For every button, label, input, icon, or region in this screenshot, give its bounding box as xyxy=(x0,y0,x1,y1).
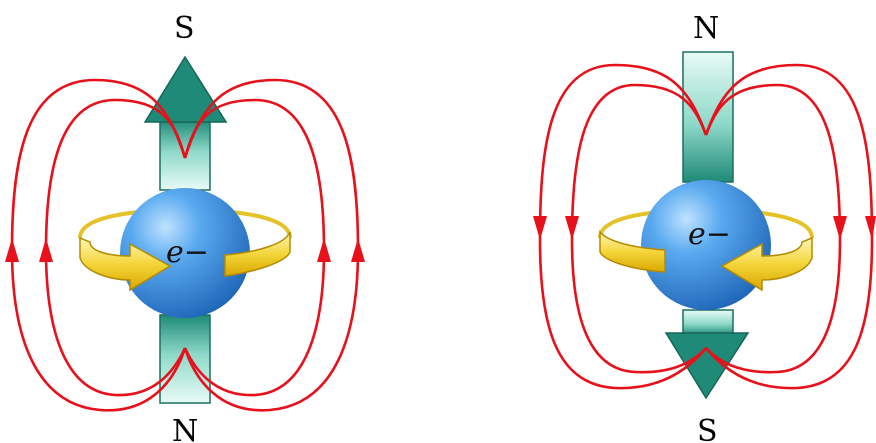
particle-label: e− xyxy=(166,235,209,270)
bottom-pole-label: N xyxy=(172,414,198,443)
particle-label: e− xyxy=(688,217,731,252)
panel-spin-down: e− N S xyxy=(533,11,876,443)
bottom-pole-label: S xyxy=(697,414,718,443)
top-pole-label: S xyxy=(174,11,195,46)
panel-spin-up: e− S N xyxy=(5,11,365,443)
top-pole-label: N xyxy=(693,11,719,46)
